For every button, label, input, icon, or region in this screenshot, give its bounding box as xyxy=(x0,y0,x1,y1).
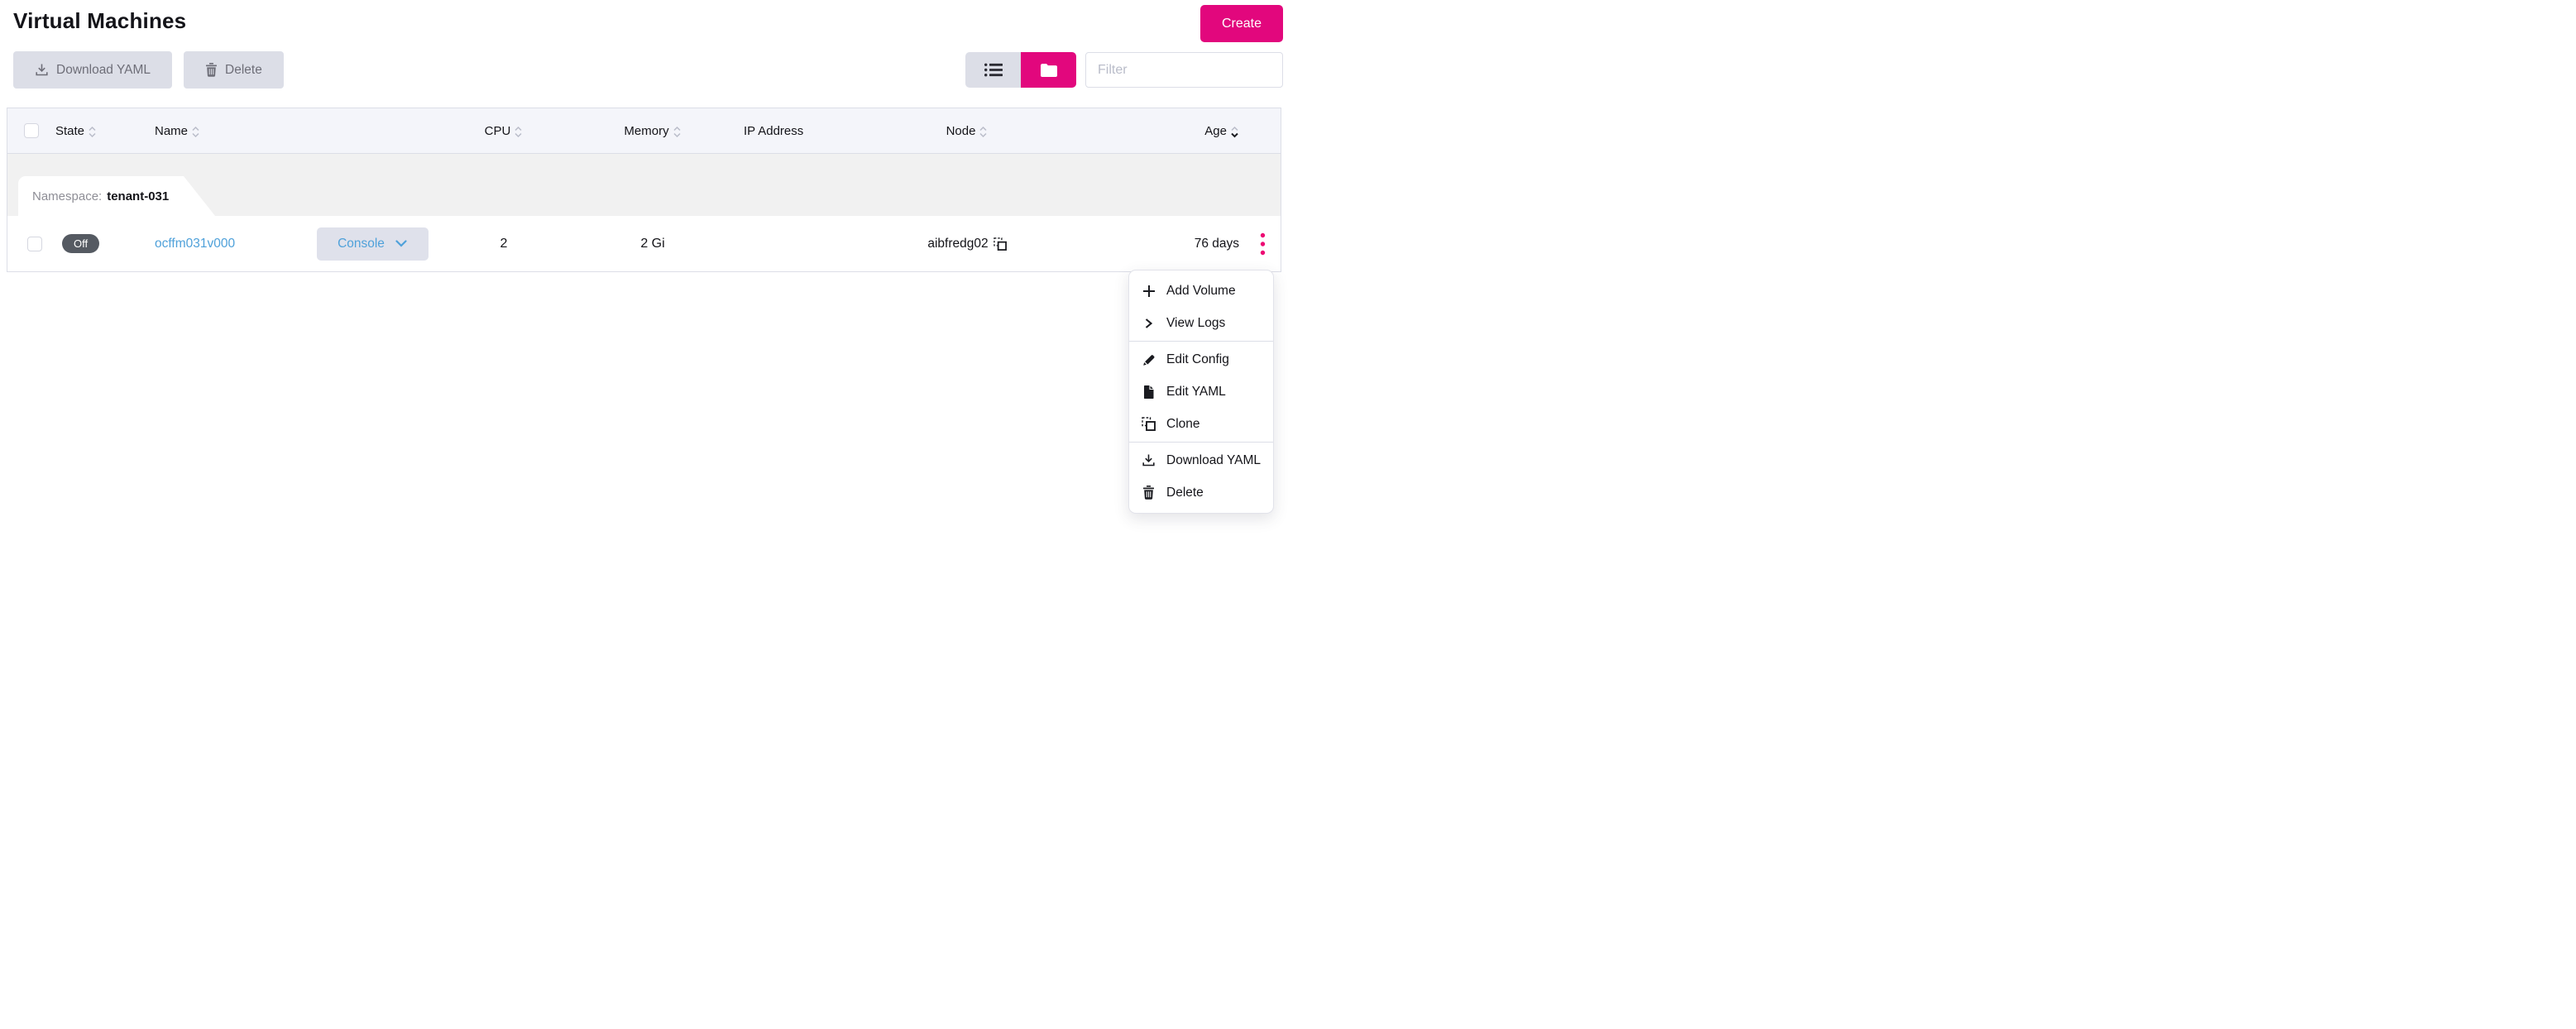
cell-console: Console xyxy=(307,227,438,261)
table-row: Off ocffm031v000 Console 2 2 Gi aibfredg… xyxy=(7,216,1281,271)
sort-icon xyxy=(514,126,523,138)
page-title: Virtual Machines xyxy=(13,8,187,33)
select-all-checkbox[interactable] xyxy=(24,123,39,138)
cell-age: 76 days xyxy=(1194,236,1239,251)
cell-memory: 2 Gi xyxy=(640,236,665,251)
menu-item-clone[interactable]: Clone xyxy=(1129,408,1273,440)
list-view-button[interactable] xyxy=(965,52,1021,88)
grouped-view-button[interactable] xyxy=(1021,52,1076,88)
download-icon xyxy=(35,63,49,77)
delete-button[interactable]: Delete xyxy=(184,51,284,89)
sort-icon xyxy=(979,126,988,138)
cell-name: ocffm031v000 xyxy=(141,237,307,251)
menu-item-delete[interactable]: Delete xyxy=(1129,476,1273,509)
header-cpu[interactable]: CPU xyxy=(438,124,570,138)
view-controls xyxy=(965,52,1283,88)
header-ip-address: IP Address xyxy=(744,123,804,138)
header-memory[interactable]: Memory xyxy=(570,124,735,138)
namespace-group-row: Namespace: tenant-031 xyxy=(7,154,1281,216)
cell-state: Off xyxy=(55,234,141,253)
row-context-menu: Add Volume View Logs Edit Config Edit YA… xyxy=(1128,270,1274,514)
plus-icon xyxy=(1141,285,1156,298)
menu-item-edit-yaml[interactable]: Edit YAML xyxy=(1129,376,1273,408)
cell-cpu: 2 xyxy=(500,236,508,251)
kebab-menu-button[interactable] xyxy=(1250,230,1275,258)
menu-divider xyxy=(1129,442,1273,443)
status-badge: Off xyxy=(62,234,100,253)
file-icon xyxy=(1141,385,1156,399)
namespace-tab-slant xyxy=(184,176,215,216)
copy-icon[interactable] xyxy=(993,237,1007,251)
trash-icon xyxy=(205,63,218,77)
cell-node: aibfredg02 xyxy=(884,237,1050,251)
download-yaml-label: Download YAML xyxy=(56,62,151,77)
menu-divider xyxy=(1129,341,1273,342)
namespace-tab: Namespace: tenant-031 xyxy=(18,176,184,216)
menu-item-view-logs[interactable]: View Logs xyxy=(1129,307,1273,339)
chevron-right-icon xyxy=(1141,318,1156,329)
menu-item-download-yaml[interactable]: Download YAML xyxy=(1129,444,1273,476)
node-name: aibfredg02 xyxy=(927,236,989,251)
virtual-machines-page: { "page": { "title": "Virtual Machines" … xyxy=(0,0,1288,514)
sort-icon xyxy=(191,126,200,138)
trash-icon xyxy=(1141,486,1156,500)
menu-item-add-volume[interactable]: Add Volume xyxy=(1129,275,1273,307)
header-node[interactable]: Node xyxy=(884,124,1050,138)
sort-icon xyxy=(88,126,97,138)
create-button[interactable]: Create xyxy=(1200,5,1283,42)
sort-icon xyxy=(673,126,682,138)
download-yaml-button[interactable]: Download YAML xyxy=(13,51,173,89)
bulk-actions-toolbar: Download YAML Delete xyxy=(13,51,284,89)
menu-item-edit-config[interactable]: Edit Config xyxy=(1129,343,1273,376)
console-label: Console xyxy=(338,236,385,251)
namespace-value: tenant-031 xyxy=(107,189,170,203)
row-checkbox-cell xyxy=(7,236,55,251)
row-checkbox[interactable] xyxy=(27,236,42,251)
header-name[interactable]: Name xyxy=(141,124,307,138)
namespace-label: Namespace: xyxy=(32,189,103,203)
header-age[interactable]: Age xyxy=(1050,124,1244,138)
filter-input[interactable] xyxy=(1085,52,1283,88)
pencil-icon xyxy=(1141,353,1156,366)
view-mode-toggle xyxy=(965,52,1076,88)
download-icon xyxy=(1141,453,1156,467)
folder-icon xyxy=(1040,63,1057,77)
header-checkbox-cell xyxy=(7,123,55,138)
sort-desc-icon xyxy=(1230,126,1239,138)
header-state[interactable]: State xyxy=(55,124,141,138)
delete-label: Delete xyxy=(225,62,262,77)
clone-icon xyxy=(1141,417,1156,431)
list-icon xyxy=(984,63,1003,77)
cell-actions xyxy=(1244,230,1281,258)
vm-name-link[interactable]: ocffm031v000 xyxy=(155,236,236,251)
table-header-row: State Name CPU Memory xyxy=(7,108,1281,154)
console-button[interactable]: Console xyxy=(316,227,429,261)
chevron-down-icon xyxy=(395,240,407,247)
vm-table: State Name CPU Memory xyxy=(7,108,1281,272)
